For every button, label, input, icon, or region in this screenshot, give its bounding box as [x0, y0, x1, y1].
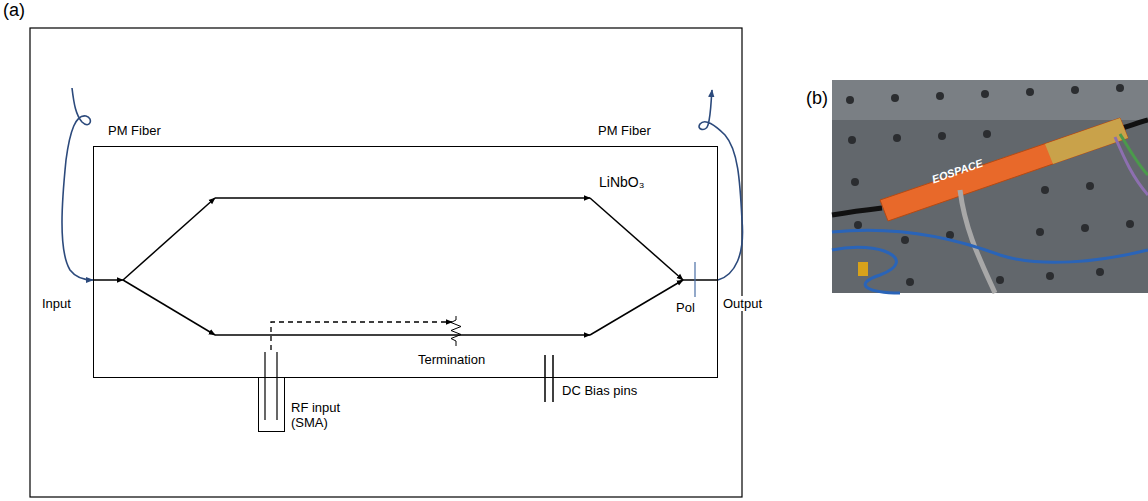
panel-letter: (a): [3, 0, 25, 21]
sma-pins: [265, 352, 277, 420]
fiber-label: PM Fiber: [108, 123, 161, 138]
panel-frame: [30, 28, 742, 497]
port-label: Input: [42, 296, 71, 311]
polarizer: [694, 262, 695, 297]
dc-bias-pins: [545, 355, 553, 402]
pin-label: DC Bias pins: [562, 383, 637, 398]
polarizer-label: Pol: [676, 300, 695, 315]
port-label: RF input (SMA): [291, 400, 353, 430]
resistor-symbol: [451, 316, 461, 346]
waveguide: [93, 198, 718, 335]
chip-outline: LiNbO₃: [93, 146, 718, 378]
port-label: Output: [722, 296, 763, 311]
photo: [832, 80, 1148, 293]
pm-fiber: [62, 88, 743, 280]
sma-connector: RF input (SMA): [258, 378, 285, 432]
panel-letter: (b): [806, 88, 828, 109]
termination-label: Termination: [418, 352, 485, 367]
material-label: LiNbO₃: [599, 175, 644, 190]
rf-path: [271, 322, 452, 350]
fiber-label: PM Fiber: [598, 123, 651, 138]
